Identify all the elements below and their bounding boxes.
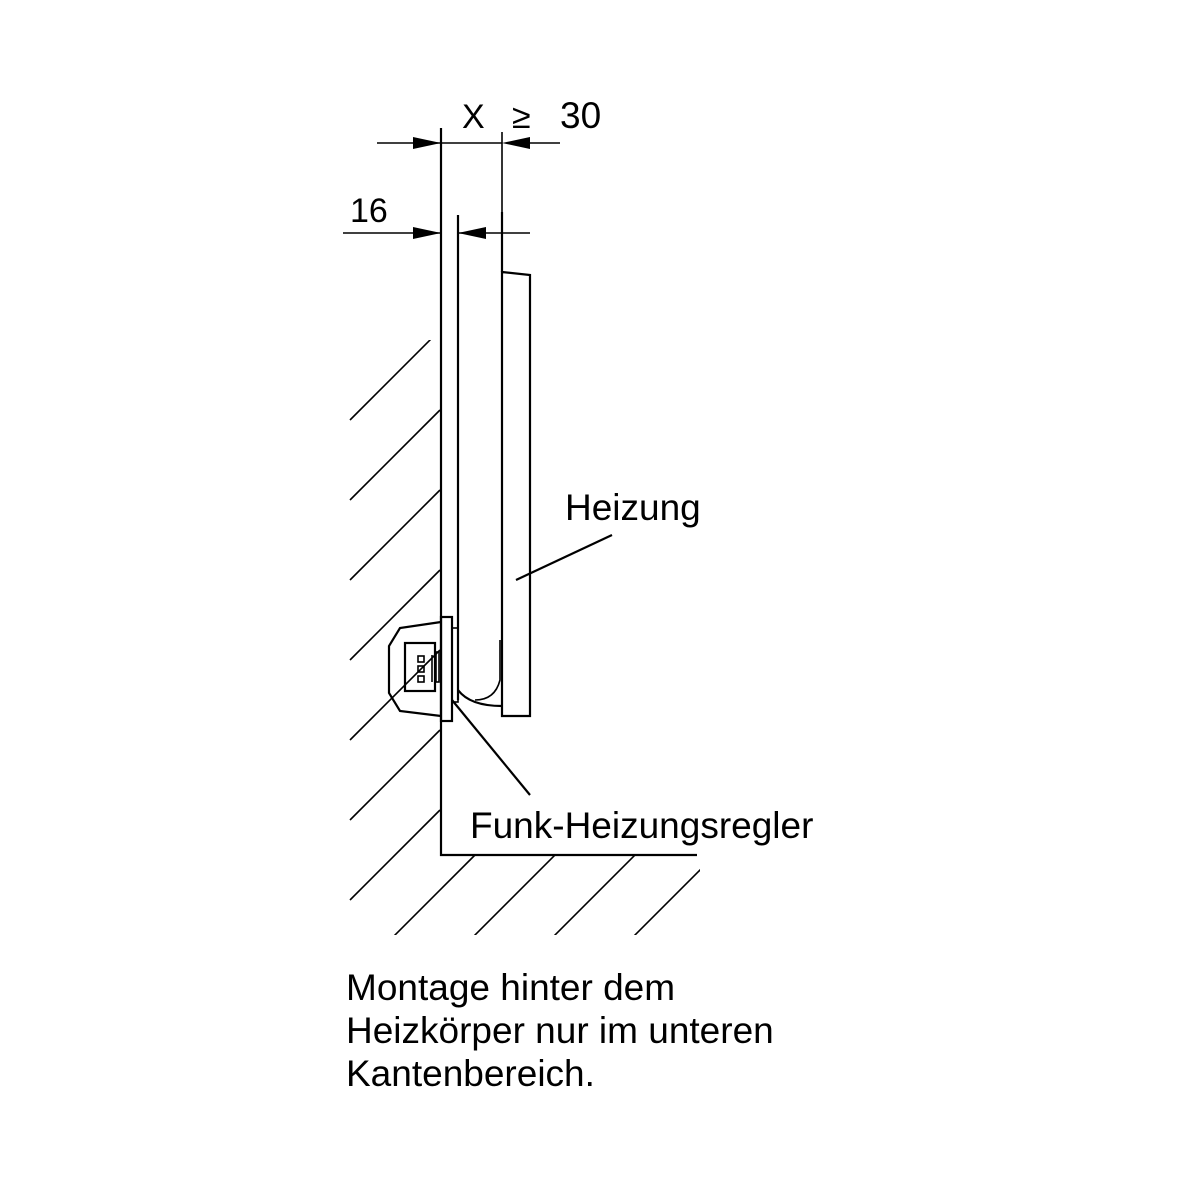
controller-leader [451,699,531,796]
radiator-body [500,270,532,718]
wall-hatching [349,340,700,935]
dimension-16-value: 16 [350,192,388,230]
radiator-label: Heizung [565,487,701,528]
dimension-ge-symbol: ≥ [512,98,531,136]
caption-line-2: Heizkörper nur im unteren [346,1010,774,1051]
controller-device [387,615,459,723]
connection-pipe [457,689,503,708]
dimension-x: X ≥ 30 [377,95,601,212]
connection-pipe-inner [474,640,501,701]
caption-line-1: Montage hinter dem [346,967,676,1008]
dimension-16: 16 [343,192,530,239]
mounting-caption: Montage hinter dem Heizkörper nur im unt… [346,966,946,1095]
controller-label: Funk-Heizungsregler [470,805,813,846]
radiator-leader [515,534,613,581]
caption-line-3: Kantenbereich. [346,1053,595,1094]
wall-outline [439,128,697,857]
dimension-x-symbol: X [462,98,485,136]
dimension-x-value: 30 [560,95,601,136]
